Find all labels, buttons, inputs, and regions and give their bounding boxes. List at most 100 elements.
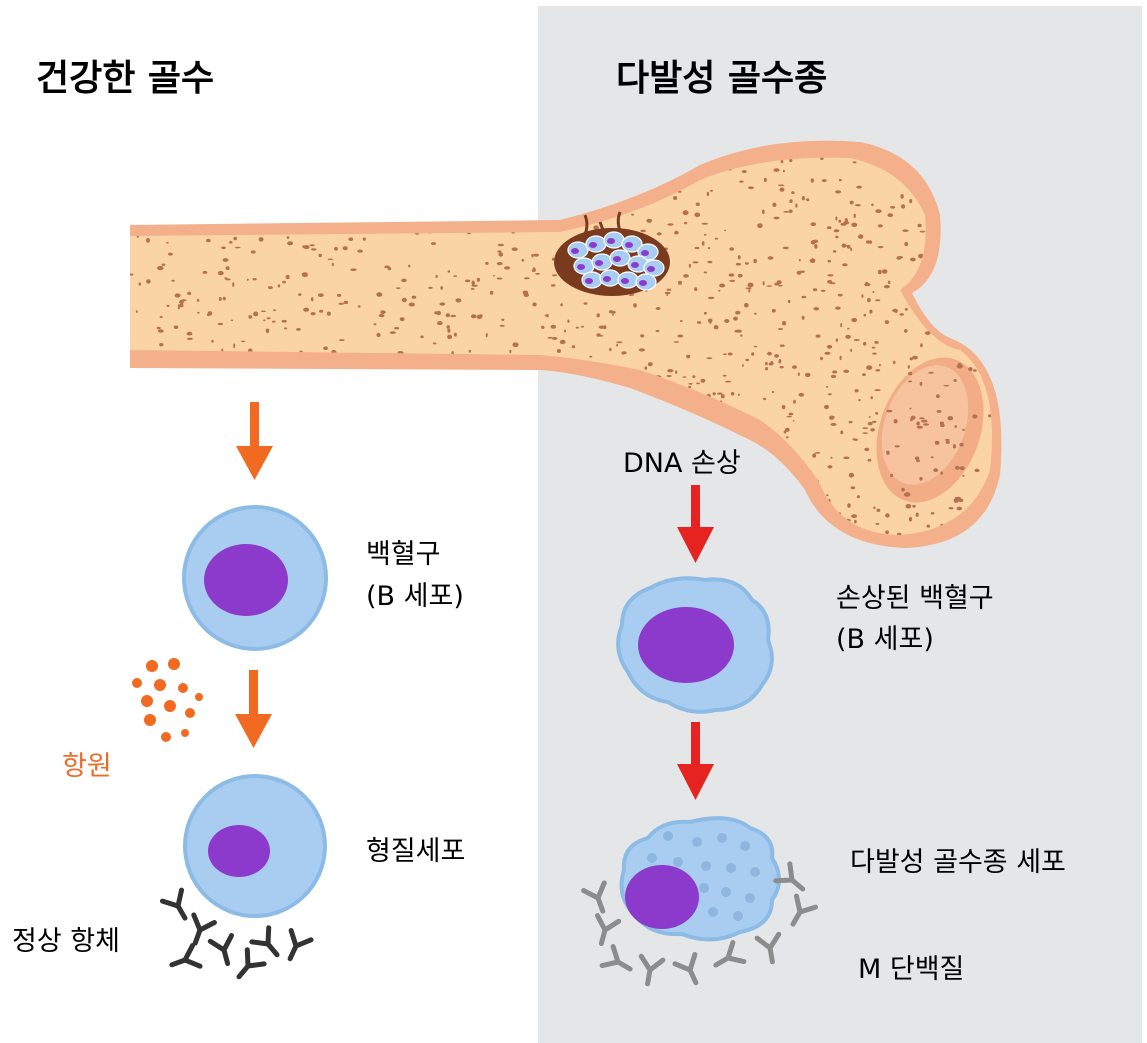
bone-spot — [177, 166, 179, 170]
bone-spot — [306, 153, 312, 157]
bone-spot — [778, 184, 784, 186]
bone-spot — [835, 307, 841, 310]
bone-spot — [291, 493, 293, 497]
bone-spot — [372, 413, 375, 418]
bone-spot — [146, 381, 150, 383]
bone-spot — [748, 289, 750, 293]
bone-spot — [780, 366, 784, 368]
bone-spot — [463, 160, 468, 163]
bone-spot — [143, 517, 147, 521]
bone-spot — [208, 175, 214, 177]
bone-spot — [875, 369, 880, 371]
bone-spot — [827, 226, 832, 229]
bone-spot — [909, 408, 911, 410]
bone-spot — [235, 247, 241, 249]
bone-spot — [409, 303, 415, 307]
bone-spot — [174, 382, 177, 384]
bone-spot — [273, 309, 276, 311]
bone-spot — [878, 270, 882, 275]
bone-spot — [763, 398, 766, 400]
bone-spot — [418, 397, 423, 399]
bone-spot — [261, 311, 266, 313]
bone-spot — [774, 354, 779, 358]
bone-spot — [498, 252, 503, 256]
bone-spot — [788, 300, 791, 303]
bone-spot — [910, 357, 913, 360]
bone-spot — [400, 201, 404, 203]
bone-spot — [251, 250, 256, 253]
bone-spot — [744, 303, 749, 308]
bone-spot — [931, 456, 934, 458]
bone-spot — [875, 299, 880, 301]
bone-spot — [174, 462, 177, 464]
bone-spot — [139, 417, 141, 422]
bone-spot — [146, 279, 151, 283]
bone-spot — [420, 335, 423, 338]
bone-spot — [603, 325, 607, 329]
bone-spot — [836, 338, 838, 341]
bone-spot — [206, 517, 211, 519]
bone-spot — [495, 184, 499, 187]
bone-spot — [710, 190, 713, 192]
bone-spot — [858, 234, 863, 239]
bone-spot — [616, 344, 618, 347]
bone-spot — [668, 223, 674, 225]
bone-spot — [509, 167, 512, 170]
bone-spot — [853, 161, 857, 163]
bone-spot — [420, 408, 425, 412]
bone-spot — [398, 170, 403, 174]
bone-spot — [845, 218, 848, 223]
bone-spot — [839, 179, 842, 181]
bone-spot — [475, 479, 477, 484]
bone-spot — [374, 371, 379, 374]
bone-spot — [486, 395, 492, 399]
bone-spot — [648, 362, 653, 366]
damaged-b-cell-nucleus — [638, 607, 734, 683]
bone-spot — [909, 517, 912, 522]
bone-spot — [140, 478, 146, 482]
bone-spot — [958, 498, 963, 502]
bone-spot — [199, 193, 201, 195]
left-panel-title: 건강한 골수 — [36, 58, 214, 99]
bone-spot — [667, 289, 672, 291]
bone-spot — [425, 406, 431, 410]
tumor-cell — [600, 270, 620, 286]
bone-spot — [285, 421, 291, 424]
bone-spot — [738, 255, 741, 259]
bone-spot — [905, 308, 908, 311]
bone-spot — [331, 466, 337, 468]
bone-spot — [448, 270, 451, 272]
bone-spot — [689, 383, 693, 385]
bone-spot — [878, 246, 884, 248]
bone-spot — [330, 403, 334, 406]
bone-spot — [272, 321, 276, 323]
bone-spot — [377, 515, 380, 517]
damaged-b-cell-label-line2: (B 세포) — [836, 624, 934, 655]
bone-spot — [353, 394, 357, 397]
bone-spot — [189, 200, 195, 204]
bone-spot — [774, 168, 780, 172]
normal-antibody — [231, 950, 265, 984]
bone-spot — [233, 343, 235, 348]
bone-spot — [920, 382, 923, 386]
bone-spot — [715, 238, 718, 240]
bone-spot — [738, 274, 743, 278]
bone-spot — [286, 275, 290, 279]
bone-spot — [689, 264, 691, 268]
bone-spot — [223, 469, 226, 471]
bone-spot — [696, 203, 700, 206]
bone-spot — [215, 443, 221, 445]
bone-spot — [457, 446, 461, 450]
damaged-b-cell-label-line1: 손상된 백혈구 — [836, 583, 994, 614]
bone-spot — [872, 347, 876, 349]
bone-spot — [479, 314, 482, 317]
bone-spot — [830, 423, 836, 426]
bone-spot — [532, 302, 536, 306]
bone-spot — [171, 393, 174, 397]
bone-spot — [175, 293, 181, 297]
bone-spot — [477, 278, 480, 282]
bone-spot — [281, 160, 285, 165]
bone-spot — [335, 485, 338, 487]
bone-spot — [890, 206, 895, 209]
bone-spot — [284, 327, 287, 329]
